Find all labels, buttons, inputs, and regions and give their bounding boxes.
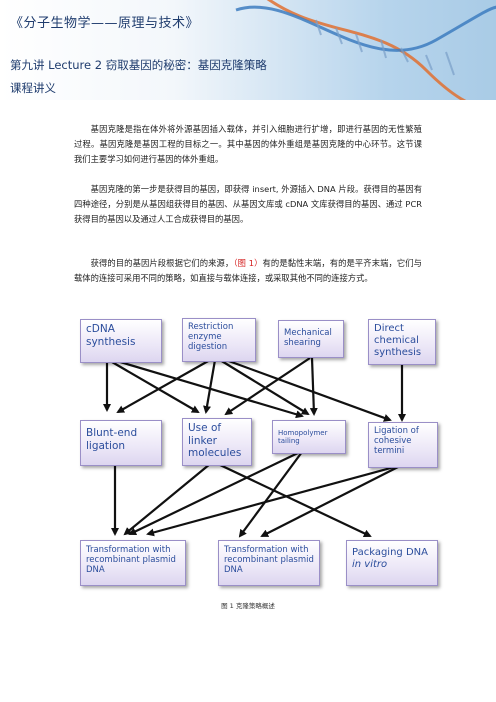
box-blunt-end-ligation-label: Blunt-end ligation xyxy=(86,427,138,452)
box-linker-molecules-label: Use of linker molecules xyxy=(188,422,242,460)
box-mechanical-shearing: Mechanical shearing xyxy=(278,320,344,358)
box-homopolymer-tailing: Homopolymer tailing xyxy=(272,420,346,454)
paragraph-ligation: 获得的目的基因片段根据它们的来源，（图 1）有的是黏性末端，有的是平齐末端，它们… xyxy=(74,256,422,286)
box-mechanical-shearing-label: Mechanical shearing xyxy=(284,328,332,349)
box-direct-chemical-synthesis-label: Direct chemical synthesis xyxy=(374,323,422,358)
box-transformation-1: Transformation with recombinant plasmid … xyxy=(80,540,186,586)
page-header: 《分子生物学——原理与技术》 第九讲 Lecture 2 窃取基因的秘密：基因克… xyxy=(0,0,496,100)
paragraph-target-gene: 基因克隆的第一步是获得目的基因，即获得 insert, 外源插入 DNA 片段。… xyxy=(74,184,422,225)
dna-helix-icon xyxy=(235,0,496,100)
paragraph-ligation-start: 获得的目的基因片段根据它们的来源， xyxy=(90,258,234,268)
box-direct-chemical-synthesis: Direct chemical synthesis xyxy=(368,319,436,365)
box-transformation-2: Transformation with recombinant plasmid … xyxy=(218,540,320,586)
course-title: 《分子生物学——原理与技术》 xyxy=(10,16,200,31)
box-transformation-1-label: Transformation with recombinant plasmid … xyxy=(86,545,176,576)
box-packaging-label: Packaging DNA xyxy=(352,547,428,558)
notes-title: 课程讲义 xyxy=(10,81,56,95)
box-transformation-2-label: Transformation with recombinant plasmid … xyxy=(224,545,314,576)
paragraph-intro: 基因克隆是指在体外将外源基因插入载体，并引入细胞进行扩增，即进行基因的无性繁殖过… xyxy=(74,124,422,165)
box-restriction-digestion-label: Restriction enzyme digestion xyxy=(188,322,234,353)
figure-reference-link[interactable]: （图 1） xyxy=(233,258,263,268)
box-cdna-synthesis-label: cDNA synthesis xyxy=(86,323,136,348)
box-blunt-end-ligation: Blunt-end ligation xyxy=(80,420,162,466)
box-cdna-synthesis: cDNA synthesis xyxy=(80,319,162,363)
box-linker-molecules: Use of linker molecules xyxy=(182,418,252,466)
box-cohesive-termini: Ligation of cohesive termini xyxy=(368,422,438,468)
lecture-title: 第九讲 Lecture 2 窃取基因的秘密：基因克隆策略 xyxy=(10,58,267,72)
box-cohesive-termini-label: Ligation of cohesive termini xyxy=(374,426,419,457)
box-packaging-in-vitro-label: in vitro xyxy=(352,559,388,570)
box-packaging-in-vitro: Packaging DNA in vitro xyxy=(346,540,438,586)
box-homopolymer-tailing-label: Homopolymer tailing xyxy=(278,429,328,446)
box-restriction-digestion: Restriction enzyme digestion xyxy=(182,318,256,362)
paragraph-ligation-end: 有的是黏性末端，有的是平齐末端，它们与载体的连接可采用不同的策略，如直接与载体连… xyxy=(74,258,422,284)
figure-caption: 图 1 克隆策略概述 xyxy=(221,602,275,610)
